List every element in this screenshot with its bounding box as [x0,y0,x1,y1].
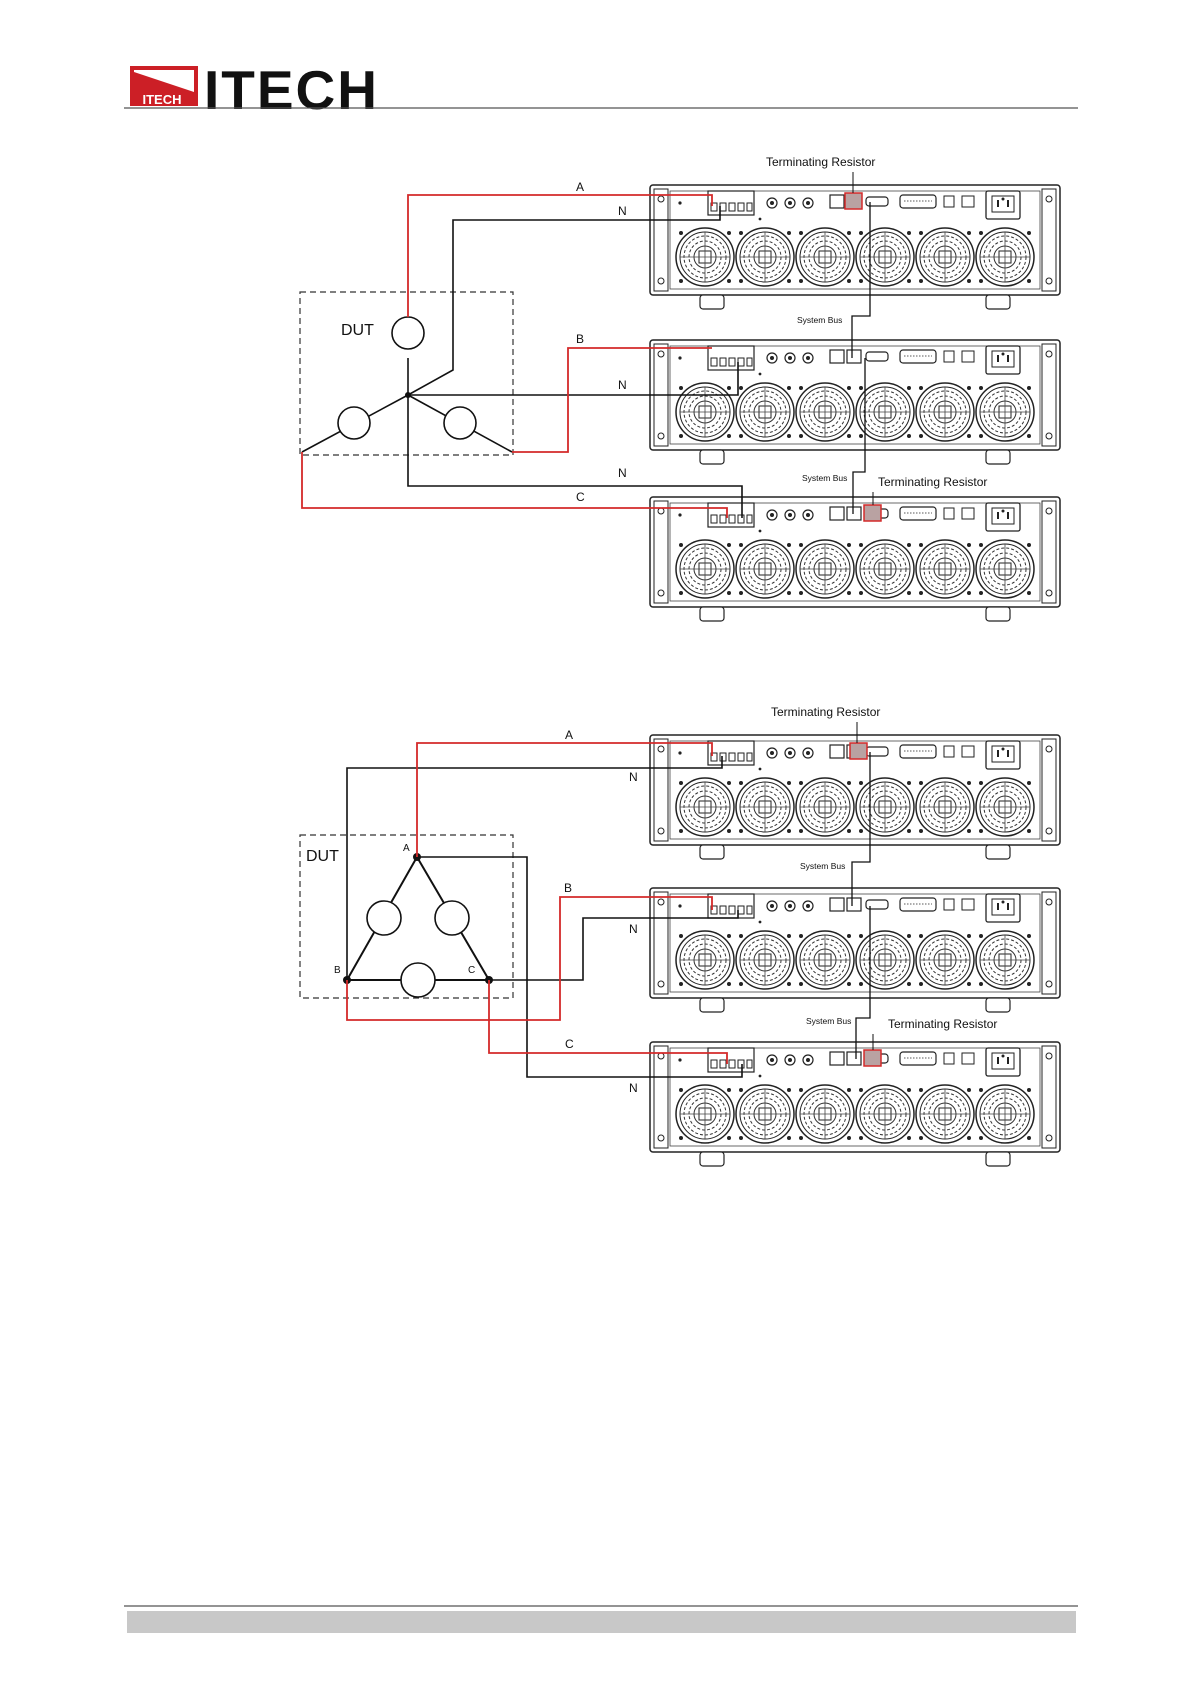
itech-logo: ITECH ITECH [130,59,379,121]
wire-label-n-top: N [618,204,627,218]
diagram-star-connection: DUT A N B N N C Terminating Resistor Ter… [300,155,1060,621]
instrument-rear-panel-3 [650,497,1060,621]
node-label-c: C [468,965,475,976]
system-bus-label-3: System Bus [800,861,845,871]
wire-label-c: C [576,490,585,504]
dut-source-right [444,407,476,439]
terminating-resistor-plug-bottom [864,505,881,521]
delta-source-bottom [401,963,435,997]
terminating-resistor-plug-top [845,193,862,209]
terminating-resistor-label-top: Terminating Resistor [766,155,875,169]
wire-label-n-top-2: N [629,770,638,784]
wire-label-b: B [576,332,584,346]
wire-label-n-bot-2: N [629,1081,638,1095]
wire-label-n-mid-2: N [629,922,638,936]
dut-source-top [392,317,424,349]
dut-source-left [338,407,370,439]
wire-label-c-2: C [565,1037,574,1051]
system-bus-label-2: System Bus [802,473,847,483]
wire-label-n-mid: N [618,378,627,392]
node-label-a: A [403,843,410,854]
terminating-resistor-label-bottom-2: Terminating Resistor [888,1017,997,1031]
wire-label-n-bot: N [618,466,627,480]
phase-wire-c [302,452,727,518]
system-bus-label-4: System Bus [806,1016,851,1026]
instrument-rear-panel-2 [650,340,1060,464]
footer-bar [127,1611,1076,1633]
wire-label-a-2: A [565,728,573,742]
logo-small-text: ITECH [143,92,182,107]
diagram-delta-connection: DUT A B C A N B N C N Terminating Resist… [300,705,1060,1166]
dut-label: DUT [341,322,374,339]
node-label-b: B [334,965,341,976]
delta-source-left [367,901,401,935]
terminating-resistor-plug-top-2 [850,743,867,759]
logo-text: ITECH [204,59,379,121]
wire-label-b-2: B [564,881,572,895]
system-bus-label-1: System Bus [797,315,842,325]
wire-label-a: A [576,180,584,194]
terminating-resistor-plug-bottom-2 [864,1050,881,1066]
instrument-rear-panel-6 [650,1042,1060,1166]
dut-label-2: DUT [306,848,339,865]
terminating-resistor-label-bottom: Terminating Resistor [878,475,987,489]
delta-source-right [435,901,469,935]
terminating-resistor-label-top-2: Terminating Resistor [771,705,880,719]
